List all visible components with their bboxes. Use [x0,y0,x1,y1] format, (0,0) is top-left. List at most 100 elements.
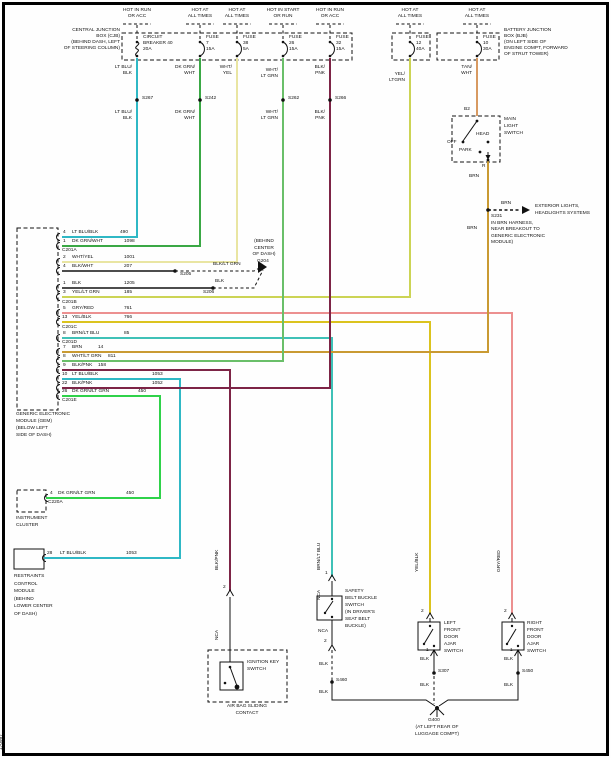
wire-blk-lt-grn-ground [175,265,264,272]
splice-s206: S206 [203,290,215,295]
gem-row-circuit: 14 [98,345,104,350]
gem-row-circuit: 1098 [124,239,135,244]
switch-levers [223,119,520,690]
mls-wire-brn-lower: BRN [467,226,478,231]
mls-branch-wire: BRN [501,201,512,206]
mls-pos-off: OFF [447,140,457,145]
g204-name: G204 [257,259,269,264]
gem-row-circuit: 766 [124,315,133,320]
gem-row-color: WHT/LT GRN [72,354,102,359]
doc-number: 170997 [0,733,4,750]
gem-row-pin: 9 [63,363,66,368]
ign-wire-name: BLK/PNK [215,549,220,570]
rdoor-pin-top: 2 [504,609,507,614]
ign-nca: NCA [215,629,220,640]
rdoor-blk1: BLK [504,657,514,662]
fuse-symbols [135,40,482,58]
gem-row-circuit: 185 [124,290,133,295]
gem-row-pin: 5 [63,306,66,311]
ignition-key-switch-box [219,661,244,691]
left-door-wires [429,618,435,674]
wire-wht-lt-grn-811 [62,58,284,362]
right-door-switch-lever [505,624,520,648]
gem-row-circuit: 207 [124,264,133,269]
gem-connector-c201d: C201D [62,340,77,345]
gem-row-pin: 8 [63,354,66,359]
gem-row-color: GRY/RED [72,306,94,311]
gem-row-pin: 4 [63,264,66,269]
gem-row-color: YEL/LT GRN [72,290,100,295]
splice-s266: S266 [335,96,347,101]
mls-wire-brn-upper: BRN [469,174,480,179]
gem-row-color: BLK/PNK [72,381,93,386]
instrument-cluster-box [16,489,47,513]
left-door-switch-lever [422,624,436,648]
gem-row-pin: 10 [62,372,68,377]
gem-row-pin: 7 [63,345,66,350]
wire-lt-blu-blk-1053 [44,378,181,559]
gem-connector-c201a: C201A [62,248,77,253]
feed-3-wire: WHT/YEL [219,65,232,76]
feed-6-wire: YEL/LTGRN [389,72,405,83]
gem-connector-box [16,227,59,411]
gem-row-circuit: 490 [120,230,129,235]
splice-s267: S267 [142,96,154,101]
g204-wire2: BLK [215,279,225,284]
gem-row-color: BRN [72,345,83,350]
feed-stubs [123,23,491,40]
ic-connector: C220A [48,500,63,505]
component-boxes [219,595,525,691]
gem-connector-c201b: C201B [62,300,77,305]
gem-row-pin: 8 [63,331,66,336]
gem-row-color: LT BLU/BLK [72,372,99,377]
ignition-switch-lever [223,665,240,690]
connector-pin-arcs [42,233,61,562]
splice-s205: S205 [180,272,192,277]
splice-s242: S242 [205,96,217,101]
gem-row-circuit: 1052 [152,381,163,386]
gem-row-pin: 2 [63,255,66,260]
rcm-wire-color: LT BLU/BLK [60,551,87,556]
g400-name: G400 [428,718,440,723]
feed-4-wire: WHT/LT GRN [260,68,278,79]
gem-row-circuit: 85 [124,331,130,336]
gem-connector-c201c: C201C [62,325,77,330]
exterior-lights-arrow [522,206,530,214]
gem-row-pin: 26 [62,389,68,394]
sbs-pin-bottom: 2 [324,639,327,644]
g204-symbol [258,261,267,273]
main-light-switch-box [451,115,501,163]
restraints-module-box [13,548,45,570]
ldoor-pin-top: 2 [421,609,424,614]
mls-pos-park: PARK [459,148,472,153]
gem-row-pin: 3 [63,290,66,295]
wire-gry-red-761 [62,312,513,614]
wire-brn-lt-blu-85 [62,337,333,577]
pin-connector-arrows [226,574,522,657]
gem-row-color: BLK/PNK [72,363,93,368]
feed-5-wire: BLK/PNK [314,65,325,76]
gem-row-circuit: 1001 [124,255,135,260]
feed-1-wire-lower: LT BLU/BLK [114,110,132,121]
safety-belt-switch-lever [323,597,334,619]
gem-row-pin: 22 [62,381,68,386]
ldoor-wire-name: YEL/BLK [415,552,420,572]
rdoor-blk2: BLK [504,683,514,688]
wire-blk-ground [213,269,264,289]
feed-4-wire-lower: WHT/LT GRN [260,110,278,121]
airbag-sliding-contact-box [207,649,288,703]
